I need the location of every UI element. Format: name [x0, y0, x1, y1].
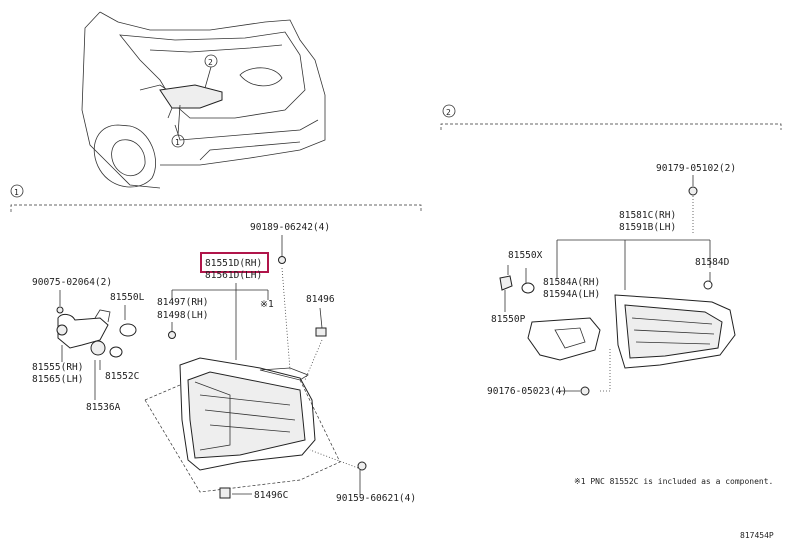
part-90075-02064[interactable]: 90075-02064(2): [32, 277, 112, 288]
section-2-marker: [442, 104, 456, 118]
svg-text:1: 1: [175, 138, 180, 147]
note-marker-1: ※1: [260, 299, 274, 310]
part-81584d[interactable]: 81584D: [695, 257, 730, 268]
part-81555-rh[interactable]: 81555(RH): [32, 362, 83, 373]
part-81496c[interactable]: 81496C: [254, 490, 288, 501]
tail-lamp-position: [159, 84, 223, 109]
part-81536a[interactable]: 81536A: [86, 402, 121, 413]
part-90159-60621[interactable]: 90159-60621(4): [336, 493, 416, 504]
part-81561d-lh[interactable]: 81561D(LH): [205, 270, 262, 281]
gasket-part[interactable]: [527, 317, 601, 361]
part-81550p-icon: [499, 275, 513, 291]
part-81584a-rh[interactable]: 81584A(RH): [543, 277, 600, 288]
section-1: 1 81551D(RH) 81561D(LH) 90189-06242(4) 8…: [10, 184, 422, 504]
part-81550x-icon: [521, 282, 535, 294]
part-90179-05102[interactable]: 90179-05102(2): [656, 163, 736, 174]
selected-part-highlight[interactable]: [200, 252, 269, 273]
part-81550x[interactable]: 81550X: [508, 250, 543, 261]
section-1-marker: [10, 184, 24, 198]
part-81581c-rh[interactable]: 81581C(RH): [619, 210, 676, 221]
bracket-clip-icon: [168, 331, 176, 339]
tail-lamp-assembly-sec2[interactable]: [614, 294, 736, 369]
part-81552c[interactable]: 81552C: [105, 371, 139, 382]
svg-text:2: 2: [446, 108, 451, 117]
part-81497-rh[interactable]: 81497(RH): [157, 297, 208, 308]
footnote: ※1 PNC 81552C is included as a component…: [574, 477, 773, 486]
tail-lamp-assembly-rh[interactable]: [179, 357, 316, 471]
svg-text:1: 1: [14, 188, 19, 197]
part-90176-05023[interactable]: 90176-05023(4): [487, 386, 567, 397]
part-81591b-lh[interactable]: 81591B(LH): [619, 222, 676, 233]
nut-top-icon: [688, 186, 698, 196]
part-81550p[interactable]: 81550P: [491, 314, 526, 325]
part-81565-lh[interactable]: 81565(LH): [32, 374, 83, 385]
reference-code: 817454P: [740, 531, 774, 540]
part-81496[interactable]: 81496: [306, 294, 335, 305]
svg-text:2: 2: [208, 58, 213, 67]
clip-81496c-icon: [219, 487, 231, 499]
part-81550l[interactable]: 81550L: [110, 292, 145, 303]
part-90189-06242[interactable]: 90189-06242(4): [250, 222, 330, 233]
part-81551d-rh[interactable]: 81551D(RH): [205, 258, 262, 269]
part-81584d-icon: [703, 280, 713, 290]
part-81594a-lh[interactable]: 81594A(LH): [543, 289, 600, 300]
screw-top-icon: [278, 256, 286, 264]
screw-bottom-icon: [357, 461, 367, 471]
section-2: 2 90179-05102(2) 81581C(RH) 81591B(LH) 8…: [440, 104, 782, 397]
part-81498-lh[interactable]: 81498(LH): [157, 310, 208, 321]
screw-sec2-icon: [580, 386, 590, 396]
bulb-socket-harness[interactable]: [56, 309, 137, 358]
clip-81496-icon: [315, 327, 327, 337]
small-bulb-icon: [56, 306, 64, 314]
vehicle-rear-sketch: 2 1: [81, 11, 326, 189]
